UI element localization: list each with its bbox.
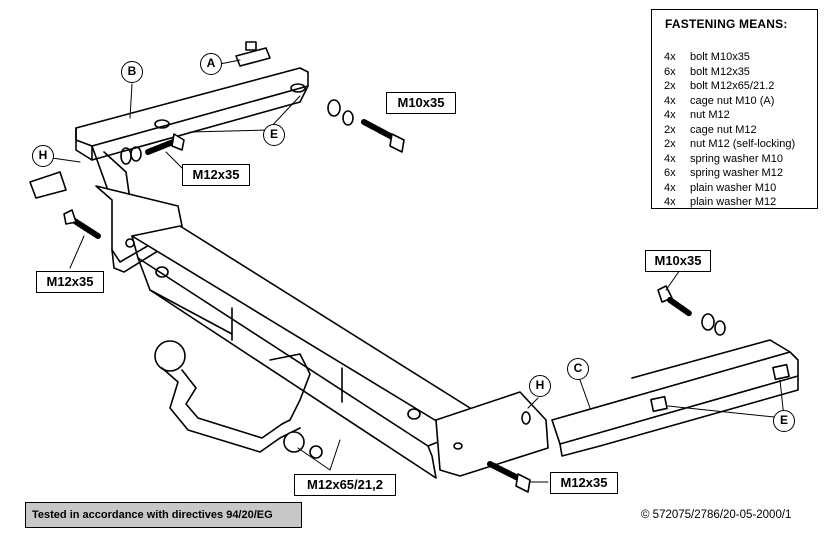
marker-e-top: E: [263, 124, 285, 146]
right-end-plate: [435, 391, 549, 477]
left-side-plate: [95, 185, 183, 273]
item-qty: 2x: [664, 138, 676, 150]
item-qty: 4x: [664, 152, 676, 165]
item-desc: cage nut M12: [690, 123, 757, 136]
fastening-item: 6x spring washer M12: [664, 166, 795, 181]
marker-c: C: [567, 358, 589, 380]
item-qty: 6x: [664, 167, 676, 179]
item-qty: 2x: [664, 80, 676, 92]
fastening-item: 4x spring washer M10: [664, 152, 795, 167]
item-desc: plain washer M12: [690, 196, 777, 208]
fastening-item: 4x bolt M10x35: [664, 50, 795, 65]
label-m10x35-right: M10x35: [645, 250, 711, 272]
label-m12x35-left: M12x35: [36, 271, 104, 293]
label-m12x35-upper: M12x35: [182, 164, 250, 186]
item-qty: 4x: [664, 94, 676, 107]
item-desc: plain washer M10: [690, 181, 777, 194]
item-desc: bolt M12x65/21.2: [690, 80, 775, 92]
fastening-means-list: 4x bolt M10x35 6x bolt M12x35 2x bolt M12x6…: [664, 50, 795, 210]
fastening-item: 4x nut M12: [664, 108, 795, 123]
hardware-left: [29, 133, 185, 239]
item-desc: bolt M12x35: [690, 65, 750, 78]
item-qty: 4x: [664, 51, 676, 63]
fastening-item: 2x cage nut M12: [664, 123, 795, 138]
item-qty: 4x: [664, 109, 676, 121]
fastening-item: 4x plain washer M12: [664, 195, 795, 210]
fastening-means-title: FASTENING MEANS:: [665, 17, 788, 31]
fastening-item: 4x cage nut M10 (A): [664, 94, 795, 109]
directive-note: Tested in accordance with directives 94/…: [25, 502, 302, 528]
item-desc: spring washer M10: [690, 152, 783, 165]
right-bracket-c: [551, 339, 799, 457]
marker-h-right: H: [529, 375, 551, 397]
item-desc: bolt M10x35: [690, 51, 750, 63]
fastening-item: 2x nut M12 (self-locking): [664, 137, 795, 152]
copyright-text: © 572075/2786/20-05-2000/1: [641, 509, 792, 521]
fastening-item: 2x bolt M12x65/21.2: [664, 79, 795, 94]
tow-ball-neck: [154, 340, 323, 459]
marker-a: A: [200, 53, 222, 75]
item-qty: 4x: [664, 181, 676, 194]
marker-h-left: H: [32, 145, 54, 167]
hardware-right: [487, 285, 726, 493]
fastening-means-box: FASTENING MEANS: 4x bolt M10x35 6x bolt M1…: [651, 9, 818, 209]
item-desc: spring washer M12: [690, 167, 783, 179]
item-desc: nut M12 (self-locking): [690, 138, 796, 150]
item-desc: nut M12: [690, 109, 730, 121]
label-m12x35-bottom: M12x35: [550, 472, 618, 494]
fastening-item: 6x bolt M12x35: [664, 65, 795, 80]
item-qty: 6x: [664, 65, 676, 78]
left-bracket-b: [75, 67, 309, 201]
marker-b: B: [121, 61, 143, 83]
fastening-item: 4x plain washer M10: [664, 181, 795, 196]
item-qty: 4x: [664, 196, 676, 208]
item-qty: 2x: [664, 123, 676, 136]
item-desc: cage nut M10 (A): [690, 94, 775, 107]
label-m10x35-top: M10x35: [386, 92, 456, 114]
hardware-top: [235, 41, 405, 153]
label-m12x65: M12x65/21,2: [294, 474, 396, 496]
marker-e-right: E: [773, 410, 795, 432]
